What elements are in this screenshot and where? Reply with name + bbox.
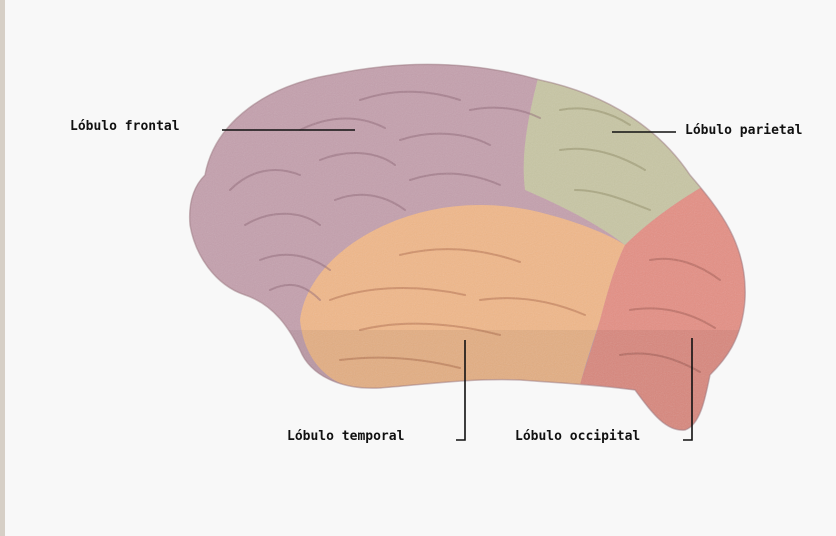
- frontal-lobe-label: Lóbulo frontal: [70, 119, 180, 135]
- brain-shading: [180, 330, 760, 450]
- parietal-lobe-label: Lóbulo parietal: [685, 123, 802, 139]
- occipital-lobe-label: Lóbulo occipital: [515, 429, 640, 445]
- temporal-lobe-label: Lóbulo temporal: [287, 429, 404, 445]
